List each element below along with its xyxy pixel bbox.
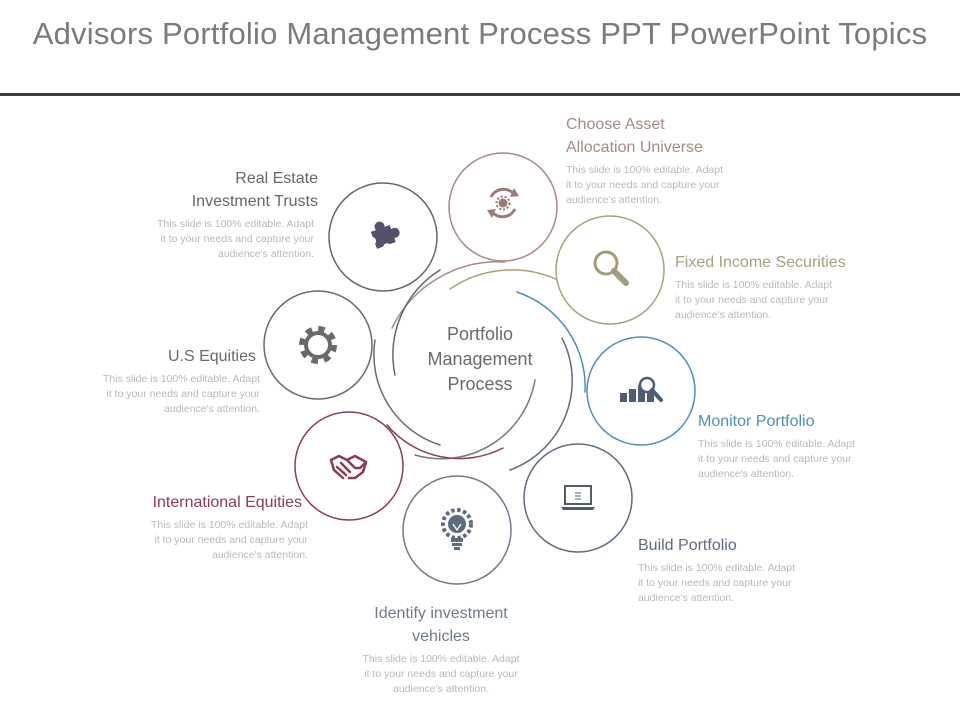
item-description-line: This slide is 100% editable. Adapt <box>638 562 796 574</box>
magnifier-icon <box>593 250 629 286</box>
center-label: Portfolio Management Process <box>400 322 560 397</box>
item-description-line: This slide is 100% editable. Adapt <box>698 438 856 450</box>
node-build <box>523 443 633 553</box>
item-choose-asset: Choose Asset Allocation Universe This sl… <box>566 113 766 208</box>
arc-build <box>509 337 573 471</box>
item-title-line: Monitor Portfolio <box>698 413 815 430</box>
arc-fixed-income <box>449 269 559 290</box>
item-title: International Equities <box>82 491 302 514</box>
item-title-line: Identify investment <box>374 605 508 622</box>
item-description-line: it to your needs and capture your <box>675 294 829 306</box>
title-divider <box>0 93 960 96</box>
item-title-line: vehicles <box>412 628 470 645</box>
item-title: Build Portfolio <box>638 534 858 557</box>
item-title: Monitor Portfolio <box>698 410 918 433</box>
item-description: This slide is 100% editable. Adapt it to… <box>638 561 858 606</box>
item-title-line: U.S Equities <box>167 348 256 365</box>
item-description-line: audience's attention. <box>393 683 489 695</box>
item-title-line: Real Estate <box>235 170 318 187</box>
center-label-line1: Portfolio <box>446 324 514 344</box>
item-title: Choose Asset Allocation Universe <box>566 113 766 159</box>
item-us-equities: U.S Equities This slide is 100% editable… <box>36 345 260 417</box>
item-title-line: Investment Trusts <box>191 193 318 210</box>
arc-choose-asset <box>391 261 506 329</box>
arc-international <box>386 424 504 460</box>
item-monitor: Monitor Portfolio This slide is 100% edi… <box>698 410 918 482</box>
item-description: This slide is 100% editable. Adapt it to… <box>566 163 766 208</box>
item-description-line: This slide is 100% editable. Adapt <box>675 279 833 291</box>
puzzle-icon <box>368 221 400 252</box>
item-description: This slide is 100% editable. Adapt it to… <box>98 217 314 262</box>
item-description: This slide is 100% editable. Adapt it to… <box>675 278 905 323</box>
item-title-line: International Equities <box>152 494 302 511</box>
handshake-icon <box>329 454 368 480</box>
item-description-line: it to your needs and capture your <box>154 534 308 546</box>
item-description-line: This slide is 100% editable. Adapt <box>156 218 314 230</box>
item-identify: Identify investment vehicles This slide … <box>331 602 551 697</box>
item-description: This slide is 100% editable. Adapt it to… <box>331 652 551 697</box>
item-description-line: audience's attention. <box>698 468 794 480</box>
item-description-line: it to your needs and capture your <box>364 668 518 680</box>
item-international: International Equities This slide is 100… <box>82 491 308 563</box>
item-description-line: audience's attention. <box>566 194 662 206</box>
item-description-line: it to your needs and capture your <box>566 179 720 191</box>
arc-real-estate <box>392 269 441 376</box>
arc-us-equities <box>373 339 441 446</box>
laptop-icon <box>561 485 595 510</box>
item-description: This slide is 100% editable. Adapt it to… <box>82 518 308 563</box>
refresh-gear-icon <box>487 187 519 219</box>
node-international <box>294 411 404 521</box>
item-fixed-income: Fixed Income Securities This slide is 10… <box>675 251 905 323</box>
item-build: Build Portfolio This slide is 100% edita… <box>638 534 858 606</box>
center-label-line2: Management <box>427 349 533 369</box>
item-description-line: audience's attention. <box>218 248 314 260</box>
item-description: This slide is 100% editable. Adapt it to… <box>36 372 260 417</box>
item-description-line: it to your needs and capture your <box>106 388 260 400</box>
bar-chart-magnifier-icon <box>620 376 663 402</box>
arc-identify <box>414 379 536 460</box>
arc-monitor <box>516 291 586 393</box>
item-title: Fixed Income Securities <box>675 251 905 274</box>
item-description-line: audience's attention. <box>675 309 771 321</box>
item-description-line: audience's attention. <box>638 592 734 604</box>
slide-title: Advisors Portfolio Management Process PP… <box>32 16 928 51</box>
item-title-line: Allocation Universe <box>566 139 703 156</box>
item-title-line: Build Portfolio <box>638 537 737 554</box>
item-description-line: it to your needs and capture your <box>698 453 852 465</box>
item-title: U.S Equities <box>36 345 256 368</box>
item-real-estate: Real Estate Investment Trusts This slide… <box>98 167 318 262</box>
center-label-line3: Process <box>447 374 513 394</box>
item-description: This slide is 100% editable. Adapt it to… <box>698 437 918 482</box>
item-description-line: This slide is 100% editable. Adapt <box>150 519 308 531</box>
item-description-line: it to your needs and capture your <box>160 233 314 245</box>
item-description-line: it to your needs and capture your <box>638 577 792 589</box>
item-description-line: audience's attention. <box>212 549 308 561</box>
item-title-line: Fixed Income Securities <box>675 254 846 271</box>
item-title: Identify investment vehicles <box>331 602 551 648</box>
item-title-line: Choose Asset <box>566 116 665 133</box>
item-description-line: This slide is 100% editable. Adapt <box>566 164 724 176</box>
lightbulb-gear-icon <box>441 508 473 550</box>
item-description-line: This slide is 100% editable. Adapt <box>362 653 520 665</box>
node-fixed-income <box>555 215 665 325</box>
item-description-line: This slide is 100% editable. Adapt <box>102 373 260 385</box>
node-us-equities <box>263 290 373 400</box>
item-description-line: audience's attention. <box>164 403 260 415</box>
gear-icon <box>299 326 337 364</box>
item-title: Real Estate Investment Trusts <box>98 167 318 213</box>
